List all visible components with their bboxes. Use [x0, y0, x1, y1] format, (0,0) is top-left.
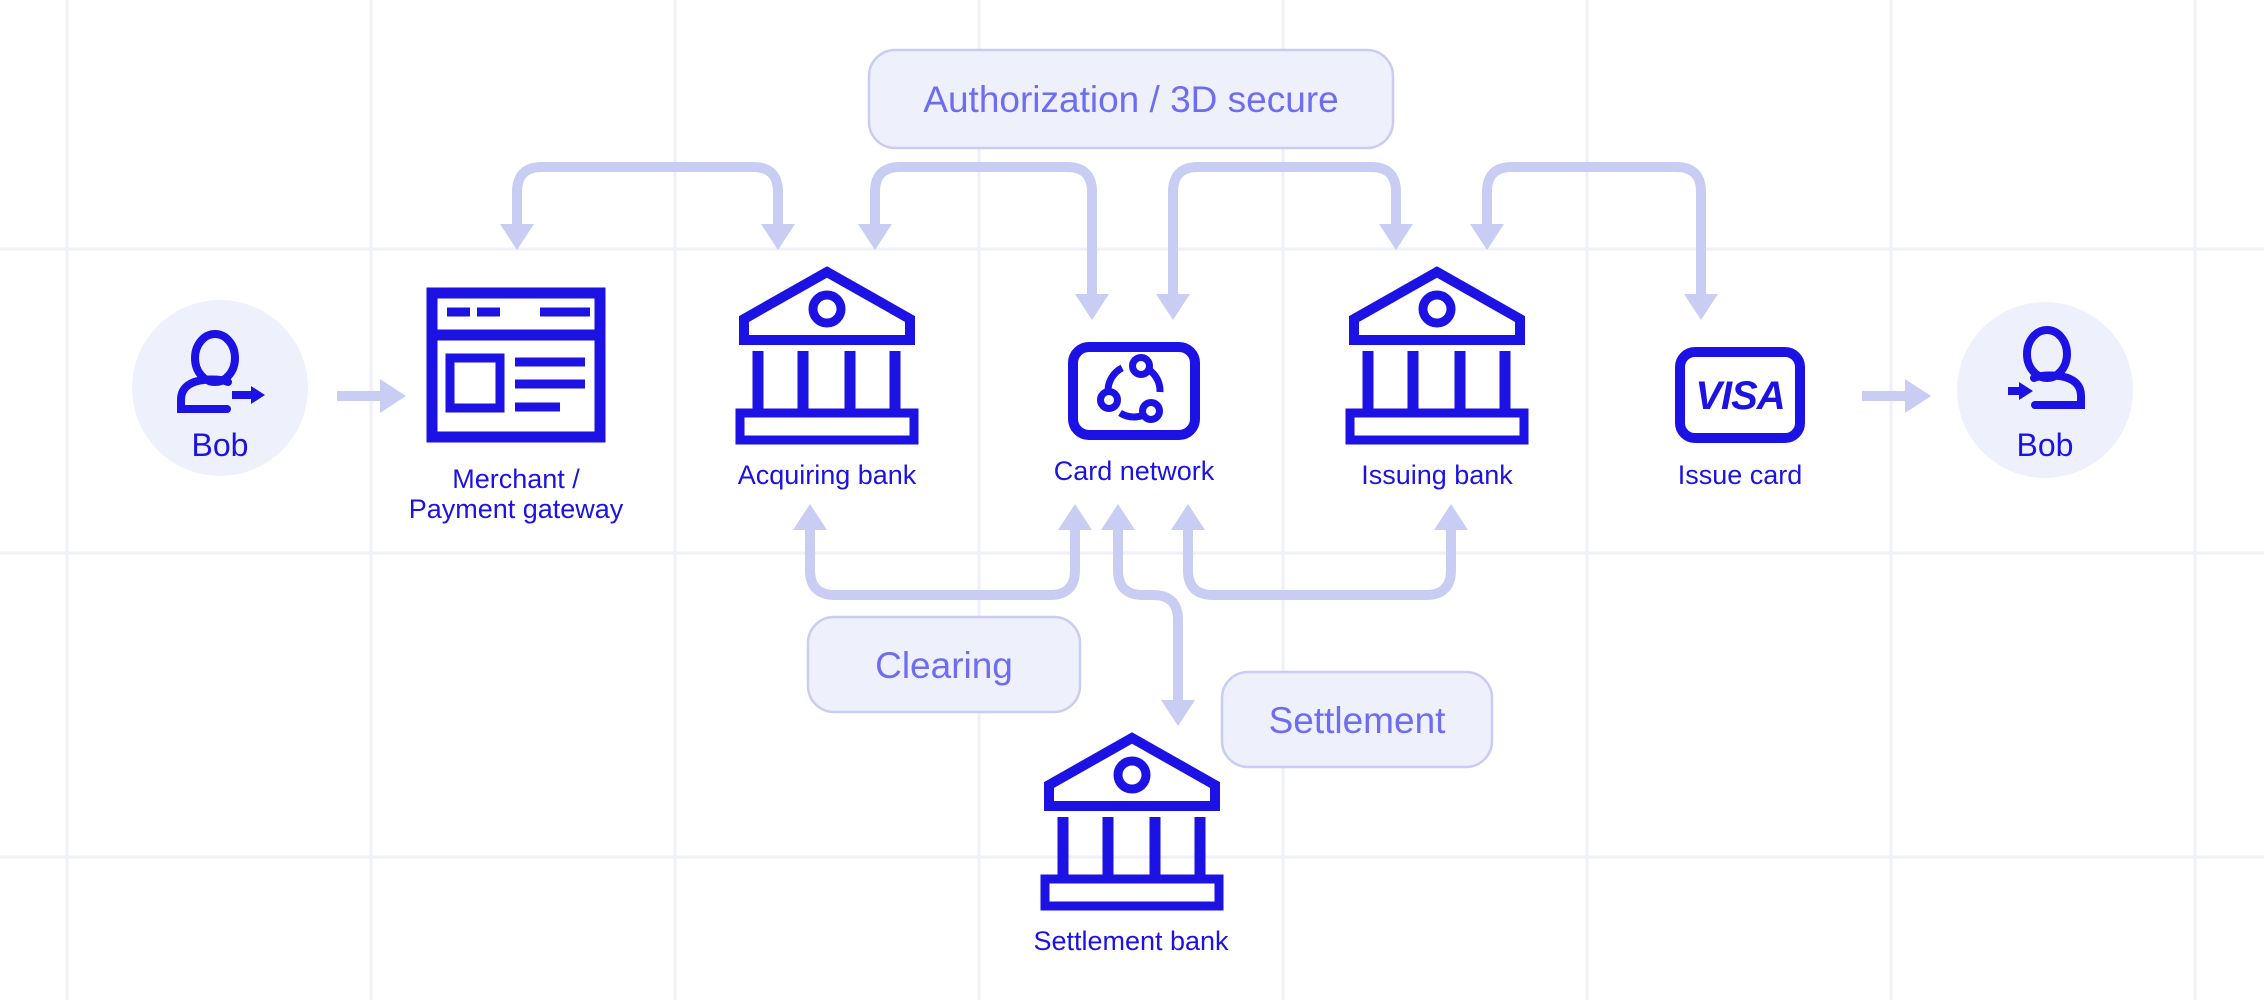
node-settlement-bank: Settlement bank — [1033, 738, 1229, 956]
clearing-badge-label: Clearing — [875, 645, 1013, 686]
merchant-label-line1: Merchant / — [452, 464, 580, 494]
card-network-label: Card network — [1054, 456, 1215, 486]
settlement-badge: Settlement — [1220, 670, 1494, 769]
node-card-network: Card network — [1054, 342, 1215, 486]
arrowheads — [380, 224, 1931, 726]
visa-logo-text: VISA — [1695, 374, 1784, 418]
settlement-badge-label: Settlement — [1269, 700, 1447, 741]
arrow-issuing-issuecard-top — [1482, 162, 1706, 296]
issuing-bank-label: Issuing bank — [1361, 460, 1513, 490]
person-arrow-in-icon — [2008, 326, 2085, 409]
authorization-badge: Authorization / 3D secure — [867, 48, 1395, 150]
person-arrow-out-icon — [177, 330, 265, 413]
settlement-bank-label: Settlement bank — [1033, 926, 1229, 956]
arrow-cardnetwork-issuing-clearing — [1183, 530, 1456, 600]
node-bob-left: Bob — [132, 300, 308, 476]
visa-card-icon: VISA — [1675, 347, 1805, 443]
bob-right-circle — [1957, 302, 2133, 478]
arrow-merchant-acquiring — [512, 162, 783, 226]
node-bob-right: Bob — [1957, 302, 2133, 478]
authorization-badge-label: Authorization / 3D secure — [923, 79, 1338, 120]
flow-connectors — [337, 162, 1905, 702]
issue-card-label: Issue card — [1678, 460, 1803, 490]
merchant-label-line2: Payment gateway — [409, 494, 624, 524]
node-issuing-bank: Issuing bank — [1350, 272, 1524, 490]
arrow-acquiring-cardnetwork-clearing — [805, 530, 1080, 600]
arrow-cardnetwork-issuing-top — [1168, 162, 1401, 296]
arrow-acquiring-cardnetwork-top — [870, 162, 1097, 296]
bank-icon — [1045, 738, 1219, 906]
arrow-cardnetwork-settlementbank — [1113, 530, 1183, 702]
bank-icon — [1350, 272, 1524, 440]
bob-left-circle — [132, 300, 308, 476]
browser-window-icon — [426, 287, 606, 443]
node-issue-card: VISA Issue card — [1675, 347, 1805, 490]
card-network-icon — [1068, 342, 1200, 440]
acquiring-bank-label: Acquiring bank — [738, 460, 917, 490]
node-merchant: Merchant / Payment gateway — [409, 287, 624, 524]
bob-right-label: Bob — [2017, 427, 2074, 463]
node-acquiring-bank: Acquiring bank — [738, 272, 917, 490]
bob-left-label: Bob — [192, 427, 249, 463]
bank-icon — [740, 272, 914, 440]
clearing-badge: Clearing — [806, 615, 1082, 714]
